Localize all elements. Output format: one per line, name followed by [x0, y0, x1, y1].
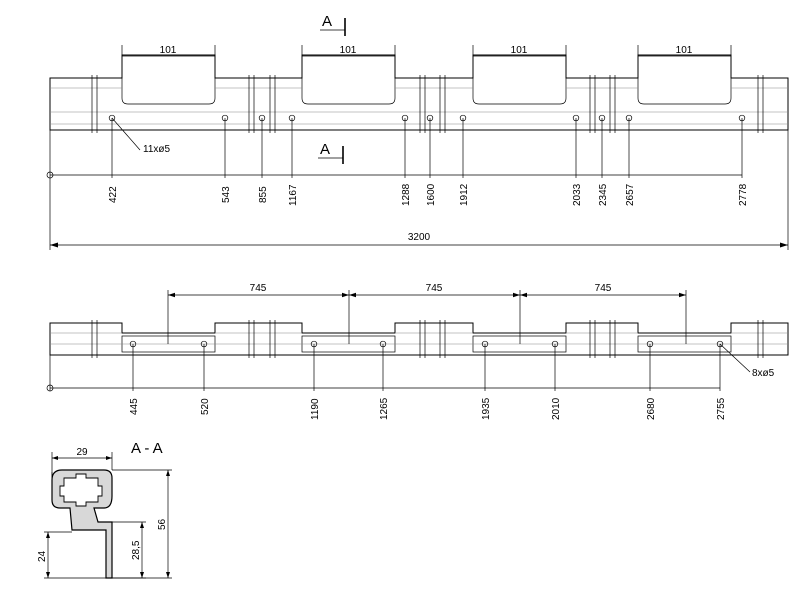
slot-width-label: 101: [340, 45, 357, 56]
position-label: 855: [258, 186, 269, 203]
spacing-label: 745: [595, 283, 612, 294]
svg-text:A: A: [322, 13, 332, 30]
position-label: 543: [221, 186, 232, 203]
bottom-view: 745 745 745 8xø5 445 520 1190 1265 1935 …: [46, 283, 789, 420]
section-view: A - A 29 56 28,5: [37, 440, 172, 579]
top-bar-inner-lines: [50, 87, 788, 125]
slot-width-label: 101: [511, 45, 528, 56]
svg-text:A: A: [320, 141, 330, 158]
position-label: 1600: [426, 183, 437, 206]
position-label: 1288: [401, 183, 412, 206]
mid-position-labels: 445 520 1190 1265 1935 2010 2680 2755: [129, 397, 727, 420]
spacing-dimensions: [167, 290, 687, 344]
section-flange-height-dimension: [44, 531, 106, 579]
mid-break-marks: [91, 320, 764, 358]
section-inner-height-label: 28,5: [131, 540, 142, 560]
section-channel: [59, 473, 103, 507]
slot-width-label: 101: [160, 45, 177, 56]
position-label: 2033: [572, 183, 583, 206]
position-label: 520: [200, 398, 211, 415]
spacing-label: 745: [426, 283, 443, 294]
slot-width-label: 101: [676, 45, 693, 56]
hole-note-leader: [111, 117, 141, 151]
position-label: 1190: [310, 398, 321, 420]
position-label: 2778: [738, 183, 749, 206]
top-slot-recesses: [121, 78, 732, 105]
position-label: 1167: [288, 184, 299, 206]
position-label: 1935: [481, 397, 492, 420]
slot-width-dimensions: [121, 45, 732, 60]
position-labels: 422 543 855 1167 1288 1600 1912 2033 234…: [108, 183, 749, 206]
mid-bar-inner-lines: [50, 332, 788, 345]
top-view: 101 101 101 101 A A 11xø5: [46, 13, 789, 250]
section-inner-height-dimension: [106, 521, 146, 579]
overall-length-label: 3200: [408, 232, 431, 243]
position-label: 445: [129, 398, 140, 415]
position-label: 2755: [716, 397, 727, 420]
top-break-marks: [91, 75, 764, 133]
section-width-dimension: [51, 452, 113, 478]
top-bar-outline: [49, 54, 789, 131]
hole-note: 11xø5: [143, 144, 170, 155]
section-title: A - A: [131, 440, 163, 457]
position-label: 2680: [646, 397, 657, 420]
mid-hole-note: 8xø5: [752, 368, 775, 379]
section-width-label: 29: [76, 447, 88, 458]
position-label: 2010: [551, 397, 562, 420]
position-extension-lines: [49, 118, 789, 250]
spacing-label: 745: [250, 283, 267, 294]
mid-bar-outline: [49, 322, 789, 356]
position-label: 1265: [379, 397, 390, 420]
mid-position-extension-lines: [49, 344, 721, 391]
position-label: 1912: [459, 183, 470, 206]
position-label: 2345: [598, 183, 609, 206]
position-label: 2657: [625, 183, 636, 206]
position-label: 422: [108, 186, 119, 203]
section-height-label: 56: [157, 518, 168, 530]
section-marker-top: A: [320, 13, 346, 36]
section-marker-bottom: A: [318, 141, 344, 164]
mid-hole-note-leader: [719, 343, 751, 373]
section-flange-height-label: 24: [37, 550, 48, 562]
